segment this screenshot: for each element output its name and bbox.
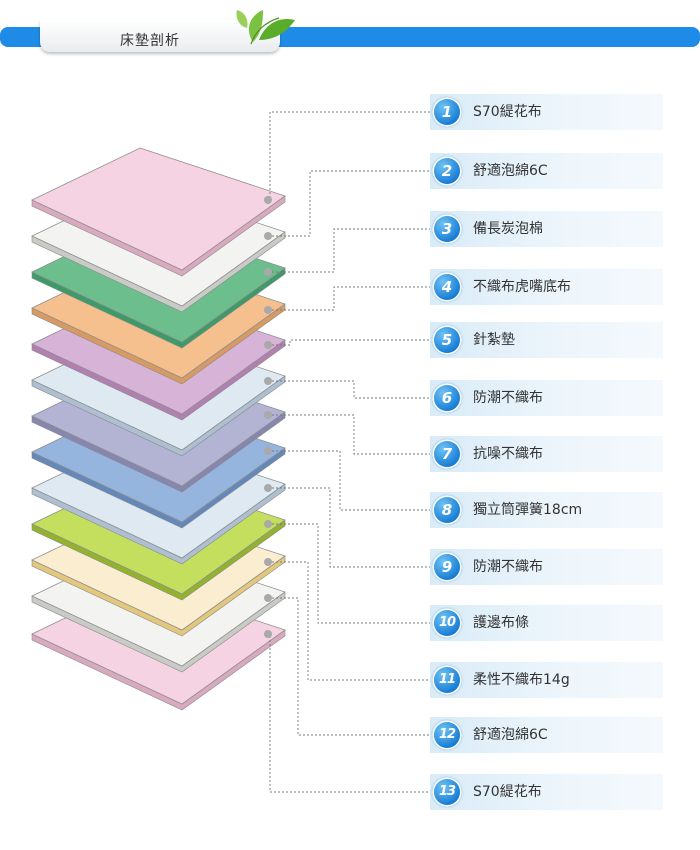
layer-label-3: 3 備長炭泡棉	[430, 211, 663, 247]
number-badge: 9	[434, 554, 460, 580]
badge-number: 9	[441, 558, 453, 576]
mattress-layer-1	[31, 147, 286, 277]
connector-line-8	[268, 450, 430, 511]
connector-dot-9	[264, 484, 272, 492]
layer-name: 護邊布條	[473, 615, 529, 631]
layer-name: 針紮墊	[473, 332, 515, 348]
connector-dot-5	[264, 341, 272, 349]
layer-label-6: 6 防潮不織布	[430, 380, 663, 416]
layer-label-7: 7 抗噪不織布	[430, 436, 663, 472]
layer-label-12: 12 舒適泡綿6C	[430, 717, 663, 753]
connector-line-3	[268, 228, 430, 273]
layer-label-8: 8 獨立筒彈簧18cm	[430, 492, 663, 528]
badge-number: 10	[438, 615, 456, 630]
layer-name: 舒適泡綿6C	[473, 727, 548, 743]
connector-dot-4	[264, 306, 272, 314]
layer-name: 柔性不織布14g	[473, 672, 570, 688]
badge-number: 13	[438, 784, 456, 799]
connector-dot-6	[264, 377, 272, 385]
number-badge: 3	[434, 216, 460, 242]
number-badge: 11	[434, 667, 460, 693]
connector-dot-11	[264, 558, 272, 566]
connector-line-6	[268, 380, 430, 399]
layer-label-9: 9 防潮不織布	[430, 549, 663, 585]
connector-line-10	[268, 523, 430, 624]
badge-number: 4	[441, 278, 453, 296]
layer-name: 備長炭泡棉	[473, 221, 543, 237]
connector-line-11	[268, 561, 430, 681]
leaf-icon	[236, 10, 295, 45]
layer-name: 防潮不織布	[473, 559, 543, 575]
connector-dot-13	[264, 630, 272, 638]
layer-label-10: 10 護邊布條	[430, 605, 663, 641]
connector-line-2	[268, 170, 430, 237]
badge-number: 8	[441, 501, 453, 519]
connector-line-7	[268, 414, 430, 455]
connector-dot-3	[264, 268, 272, 276]
badge-number: 5	[441, 331, 453, 349]
layer-name: 舒適泡綿6C	[473, 163, 548, 179]
connector-dot-2	[264, 232, 272, 240]
connector-line-12	[268, 597, 430, 736]
number-badge: 6	[434, 385, 460, 411]
layer-label-5: 5 針紮墊	[430, 322, 663, 358]
badge-number: 3	[441, 220, 453, 238]
connector-line-1	[268, 111, 430, 201]
connector-dot-7	[264, 411, 272, 419]
badge-number: 6	[441, 389, 453, 407]
number-badge: 2	[434, 158, 460, 184]
number-badge: 4	[434, 274, 460, 300]
layer-label-2: 2 舒適泡綿6C	[430, 153, 663, 189]
number-badge: 10	[434, 610, 460, 636]
connector-dot-12	[264, 594, 272, 602]
connector-dot-8	[264, 447, 272, 455]
layer-name: 不織布虎嘴底布	[473, 279, 571, 295]
layer-name: 獨立筒彈簧18cm	[473, 502, 583, 518]
layer-label-4: 4 不織布虎嘴底布	[430, 269, 663, 305]
connector-line-5	[268, 339, 430, 346]
page-title: 床墊剖析	[120, 33, 180, 49]
badge-number: 12	[438, 727, 456, 742]
badge-number: 7	[441, 445, 453, 463]
number-badge: 5	[434, 327, 460, 353]
number-badge: 12	[434, 722, 460, 748]
layer-label-11: 11 柔性不織布14g	[430, 662, 663, 698]
connector-line-13	[268, 633, 430, 793]
number-badge: 13	[434, 779, 460, 805]
number-badge: 8	[434, 497, 460, 523]
header-tab	[40, 20, 280, 52]
layer-name: 抗噪不織布	[473, 446, 543, 462]
layer-name: S70緹花布	[473, 104, 542, 120]
badge-number: 2	[441, 162, 453, 180]
layer-label-13: 13 S70緹花布	[430, 774, 663, 810]
connector-dot-10	[264, 520, 272, 528]
badge-number: 11	[438, 672, 456, 687]
layer-name: 防潮不織布	[473, 390, 543, 406]
connector-line-4	[268, 286, 430, 311]
layer-name: S70緹花布	[473, 784, 542, 800]
layer-label-1: 1 S70緹花布	[430, 94, 663, 130]
connector-dot-1	[264, 196, 272, 204]
number-badge: 7	[434, 441, 460, 467]
connector-line-9	[268, 487, 430, 568]
badge-number: 1	[441, 103, 453, 121]
number-badge: 1	[434, 99, 460, 125]
